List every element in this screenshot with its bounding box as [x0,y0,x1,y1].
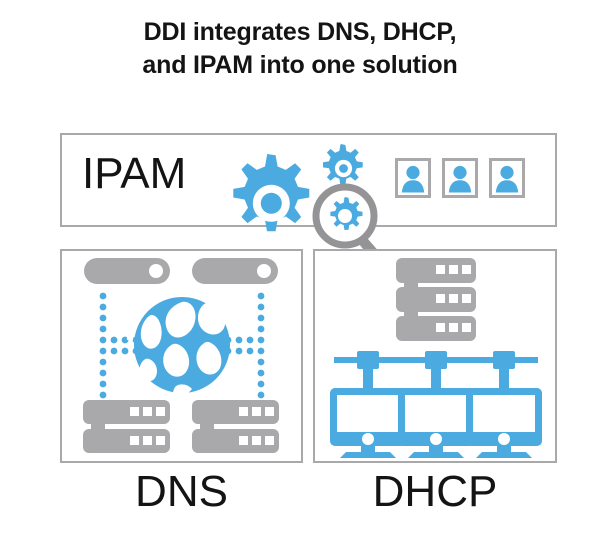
page-title: DDI integrates DNS, DHCP, and IPAM into … [142,18,458,79]
panel-dhcp [313,249,557,463]
panel-ipam-label: IPAM [82,149,187,198]
panel-dns [60,249,303,463]
panel-dhcp-label: DHCP [372,467,498,516]
panel-dns-label: DNS [135,467,228,516]
